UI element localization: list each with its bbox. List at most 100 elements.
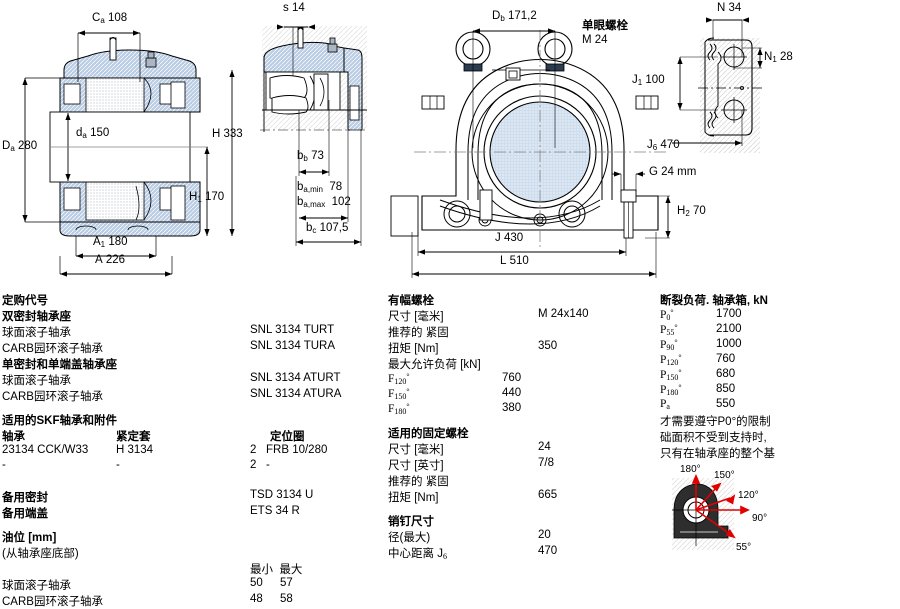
spare-seal-value: TSD 3134 U <box>250 489 314 501</box>
p55-value: 2100 <box>716 323 742 335</box>
empty-cell <box>476 340 538 356</box>
pa-value: 550 <box>716 398 736 410</box>
dim-Db: Db 171,2 <box>492 10 537 23</box>
table-row: 尺寸 [毫米] M 24x140 <box>388 308 658 324</box>
drawing-front-view: Db 171,2 单眼螺栓 M 24 J 430 L 510 G 24 mm H… <box>400 0 706 285</box>
cell-ring: 2 FRB 10/280 <box>250 444 382 459</box>
footnote-line-3: 只有在轴承座的整个基 <box>660 448 775 460</box>
p180-value: 850 <box>716 383 736 395</box>
dim-J: J 430 <box>495 232 524 244</box>
ring-qty: 2 <box>250 444 257 456</box>
oil-max: 57 <box>280 577 293 589</box>
single-seal-housing-title: 单密封和单端盖轴承座 <box>2 359 117 371</box>
dim-s: s 14 <box>283 2 305 14</box>
table-row: P180° 850 <box>660 383 840 398</box>
dim-ba-max: ba,max 102 <box>297 196 351 209</box>
spacer <box>2 404 382 412</box>
p150-value: 680 <box>716 368 736 380</box>
table-row: P90° 1000 <box>660 338 840 353</box>
table-row: 备用密封 TSD 3134 U <box>2 489 382 505</box>
p0-label: P0° <box>660 308 674 322</box>
eyebolt-title: 单眼螺栓 <box>582 20 628 32</box>
table-row: 球面滚子轴承 SNL 3134 TURT <box>2 324 341 340</box>
oil-min: 50 <box>250 577 263 589</box>
row-value: SNL 3134 TURA <box>250 340 336 352</box>
table-row: P0° 1700 <box>660 308 840 323</box>
dim-A: A 226 <box>95 254 126 266</box>
pa-label: Pa <box>660 398 670 411</box>
oil-col-max: 最大 <box>279 564 303 576</box>
torque-note: 推荐的 紧固 <box>388 327 449 339</box>
f180-value: 380 <box>502 402 522 414</box>
fix-metric-label: 尺寸 [毫米] <box>388 444 444 456</box>
pin-dia-value: 20 <box>538 529 551 541</box>
spacer-row <box>2 474 382 489</box>
dim-H2: H2 70 <box>677 205 706 218</box>
dim-J6: J6 470 <box>647 139 680 152</box>
oil-max: 58 <box>280 593 293 605</box>
oil-col-min: 最小 <box>250 564 273 576</box>
eyebolt-table: 尺寸 [毫米] M 24x140 推荐的 紧固 扭矩 [Nm] 350 最大允许… <box>388 308 658 417</box>
ring-designation: FRB 10/280 <box>266 444 328 456</box>
table-row: P120° 760 <box>660 353 840 368</box>
table-row: 尺寸 [毫米] 24 <box>388 441 658 457</box>
dim-N1: N1 28 <box>764 51 793 64</box>
maxload-label: 最大允许负荷 [kN] <box>388 359 481 371</box>
table-row: P55° 2100 <box>660 323 840 338</box>
eyebolt-section-title: 有幅螺栓 <box>388 295 434 307</box>
size-metric-value: M 24x140 <box>538 308 589 320</box>
dim-H1: H1 170 <box>189 191 225 204</box>
pin-center-label: 中心距离 J6 <box>388 548 447 561</box>
p180-label: P180° <box>660 383 682 397</box>
table-row: P150° 680 <box>660 368 840 383</box>
table-header-row: 最小 最大 <box>2 561 382 577</box>
table-row: Pa 550 <box>660 398 840 413</box>
spare-cover-value: ETS 34 R <box>250 505 300 517</box>
spare-cover-label: 备用端盖 <box>2 508 48 520</box>
table-row: 23134 CCK/W33 H 3134 2 FRB 10/280 <box>2 444 382 459</box>
spacer <box>2 521 382 529</box>
drawing-half-section-view: s 14 bb 73 ba,min 78 ba,max 102 bc 107,5 <box>258 0 419 260</box>
cell-bearing: - <box>2 459 6 471</box>
empty-cell <box>476 308 538 324</box>
p55-label: P55° <box>660 323 678 337</box>
ring-qty: 2 <box>250 459 257 471</box>
empty-cell <box>116 505 250 521</box>
breaking-load-table: P0° 1700 P55° 2100 P90° 1000 P120° <box>660 308 840 413</box>
oil-level-title: 油位 [mm] <box>2 532 57 544</box>
table-row: 中心距离 J6 470 <box>388 545 658 561</box>
p90-value: 1000 <box>716 338 742 350</box>
table-row: F150° 440 <box>388 387 658 402</box>
fixing-bolt-table: 尺寸 [毫米] 24 尺寸 [英寸] 7/8 推荐的 紧固 扭矩 [Nm] 66… <box>388 441 658 505</box>
table-row: 扭矩 [Nm] 350 <box>388 340 658 356</box>
p0-value: 1700 <box>716 308 742 320</box>
row-label: CARB园环滚子轴承 <box>2 391 103 403</box>
angle-label-180: 180° <box>680 464 701 475</box>
empty-cell <box>538 387 658 402</box>
dim-bc: bc 107,5 <box>306 222 349 235</box>
dim-bb: bb 73 <box>297 150 324 163</box>
table-row: (从轴承座底部) <box>2 545 382 561</box>
table-row: 径(最大) 20 <box>388 529 658 545</box>
suitable-bearings-title: 适用的SKF轴承和附件 <box>2 415 117 427</box>
table-row-header: 单密封和单端盖轴承座 <box>2 356 341 372</box>
middle-text-column: 有幅螺栓 尺寸 [毫米] M 24x140 推荐的 紧固 扭矩 [Nm] 350… <box>388 292 658 561</box>
table-row: 球面滚子轴承 SNL 3134 ATURT <box>2 372 341 388</box>
p120-value: 760 <box>716 353 736 365</box>
dim-ba-min: ba,min 78 <box>297 181 343 194</box>
row-value: SNL 3134 ATURT <box>250 372 341 384</box>
row-label: CARB园环滚子轴承 <box>2 343 103 355</box>
p90-label: P90° <box>660 338 678 352</box>
table-row: CARB园环滚子轴承 SNL 3134 ATURA <box>2 388 341 404</box>
pin-dia-label: 径(最大) <box>388 532 431 544</box>
right-text-column: 断裂负荷. 轴承箱, kN P0° 1700 P55° 2100 P90° 10… <box>660 292 900 461</box>
oil-min: 48 <box>250 593 263 605</box>
f150-label: F150° <box>388 387 410 401</box>
dim-L: L 510 <box>500 255 529 267</box>
p120-label: P120° <box>660 353 682 367</box>
bearings-table: 轴承 紧定套 定位圈 23134 CCK/W33 H 3134 2 FRB 10… <box>2 428 382 521</box>
dim-N: N 34 <box>717 2 742 14</box>
fix-inch-value: 7/8 <box>538 457 554 469</box>
